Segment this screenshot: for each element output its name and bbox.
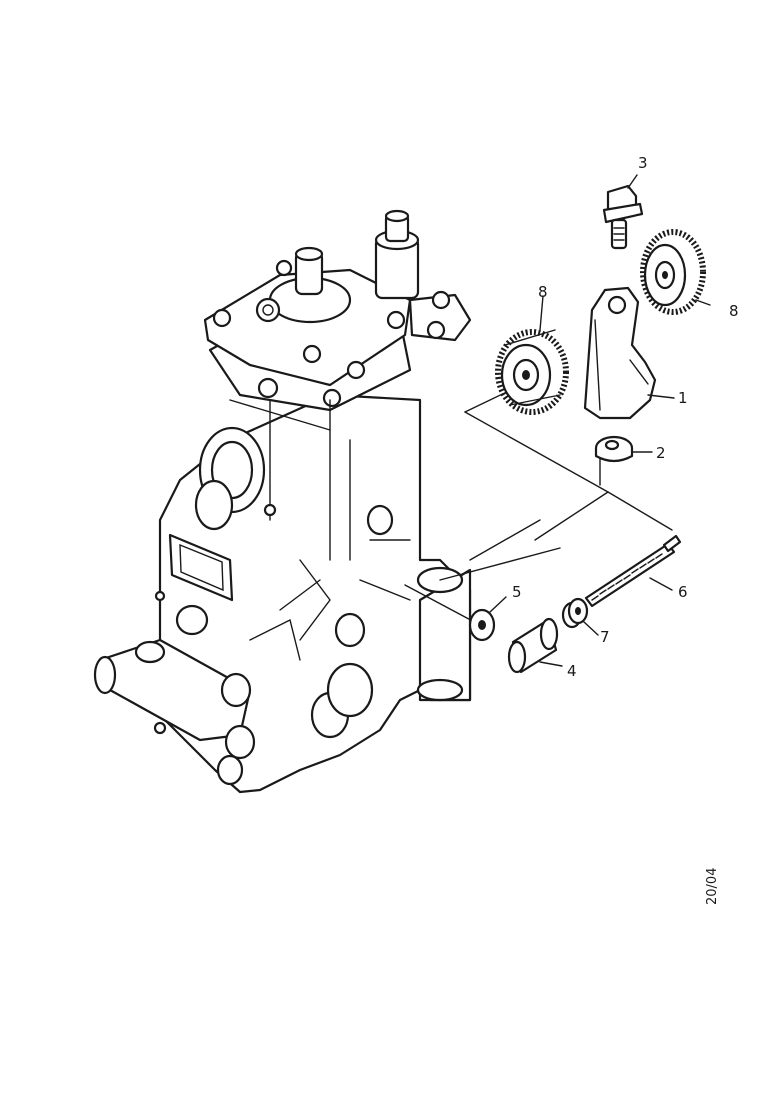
callout-6: 6 xyxy=(678,583,688,601)
leader-lines xyxy=(489,174,711,667)
callout-labels: 3 8 8 1 2 5 6 7 4 xyxy=(512,154,739,680)
callout-7: 7 xyxy=(600,628,610,646)
figure-id: 20/04 xyxy=(705,868,720,905)
callout-8-left: 8 xyxy=(538,283,548,301)
nut-part-2 xyxy=(594,435,634,463)
washer-part-5 xyxy=(468,608,496,642)
gear-left-part-8 xyxy=(495,329,569,415)
callout-1: 1 xyxy=(678,389,688,407)
bracket-part-1 xyxy=(583,286,657,420)
bolt-part-3 xyxy=(602,184,644,250)
callout-4: 4 xyxy=(567,662,577,680)
pump-housing xyxy=(93,209,472,794)
callout-8-right: 8 xyxy=(729,302,739,320)
threaded-rod-part-6 xyxy=(584,534,682,608)
nut-part-7 xyxy=(561,597,589,629)
gear-right-part-8 xyxy=(640,229,706,315)
callout-3: 3 xyxy=(638,154,648,172)
assembly-guide-lines xyxy=(404,387,673,626)
callout-2: 2 xyxy=(656,444,666,462)
sleeve-part-4 xyxy=(507,617,559,674)
callout-5: 5 xyxy=(512,583,522,601)
